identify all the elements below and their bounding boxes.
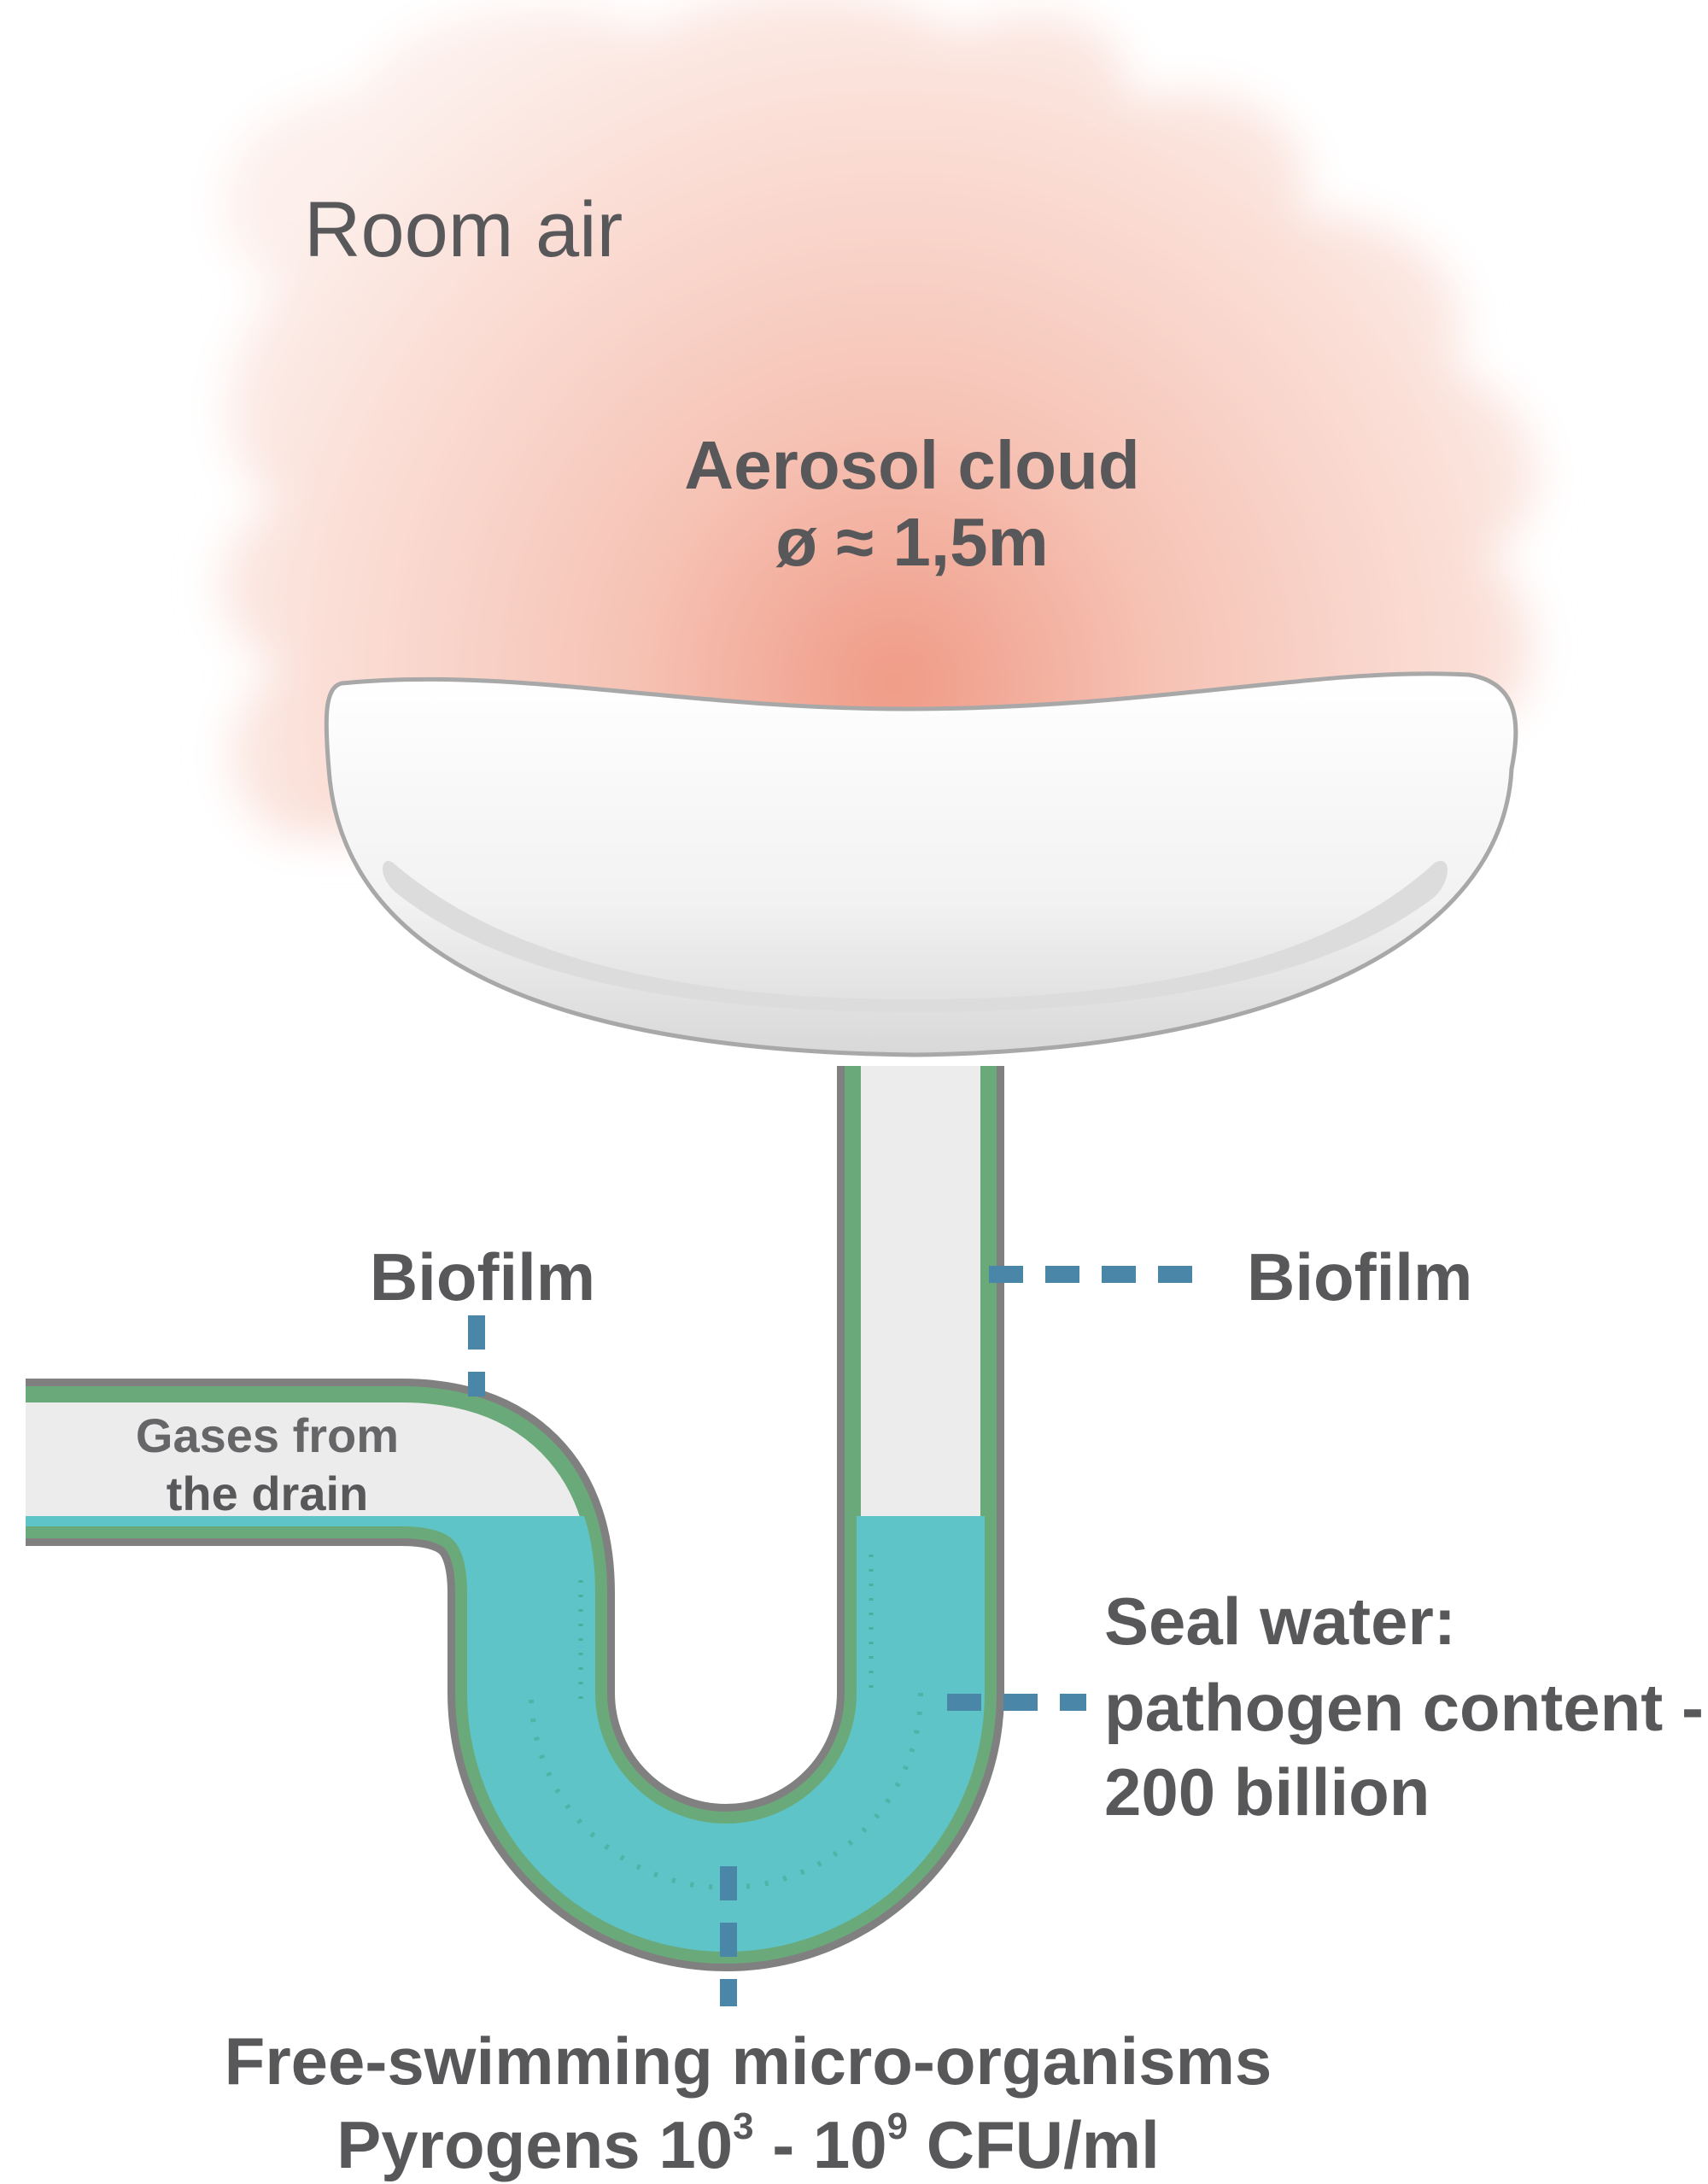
pyrogens-suffix: CFU/ml xyxy=(908,2107,1160,2182)
seal-water-label-line3: 200 billion xyxy=(1104,1754,1430,1830)
pyrogens-prefix: Pyrogens 10 xyxy=(336,2107,733,2182)
seal-water-label-line1: Seal water: xyxy=(1104,1584,1456,1659)
p-trap-pipe xyxy=(26,1066,1004,1971)
pyrogens-label: Pyrogens 103 - 109 CFU/ml xyxy=(336,2105,1160,2182)
aerosol-cloud-title: Aerosol cloud xyxy=(684,427,1139,503)
free-swimming-label: Free-swimming micro-organisms xyxy=(225,2023,1272,2099)
leader-lines xyxy=(468,1266,1205,2006)
pyrogens-exp1: 3 xyxy=(733,2105,753,2147)
gases-label-line2: the drain xyxy=(167,1467,368,1520)
gases-label-line1: Gases from xyxy=(136,1408,399,1462)
pyrogens-exp2: 9 xyxy=(887,2105,908,2147)
seal-water-label-line2: pathogen content - xyxy=(1104,1670,1704,1745)
seal-water xyxy=(26,1516,985,1952)
pyrogens-mid: - 10 xyxy=(754,2107,887,2182)
room-air-label: Room air xyxy=(304,186,623,273)
biofilm-right-label: Biofilm xyxy=(1247,1239,1472,1314)
aerosol-cloud-size: ø ≈ 1,5m xyxy=(775,504,1049,580)
biofilm-left-label: Biofilm xyxy=(370,1239,595,1314)
sink-basin xyxy=(324,671,1518,1057)
aerosol-cloud xyxy=(220,0,1537,837)
